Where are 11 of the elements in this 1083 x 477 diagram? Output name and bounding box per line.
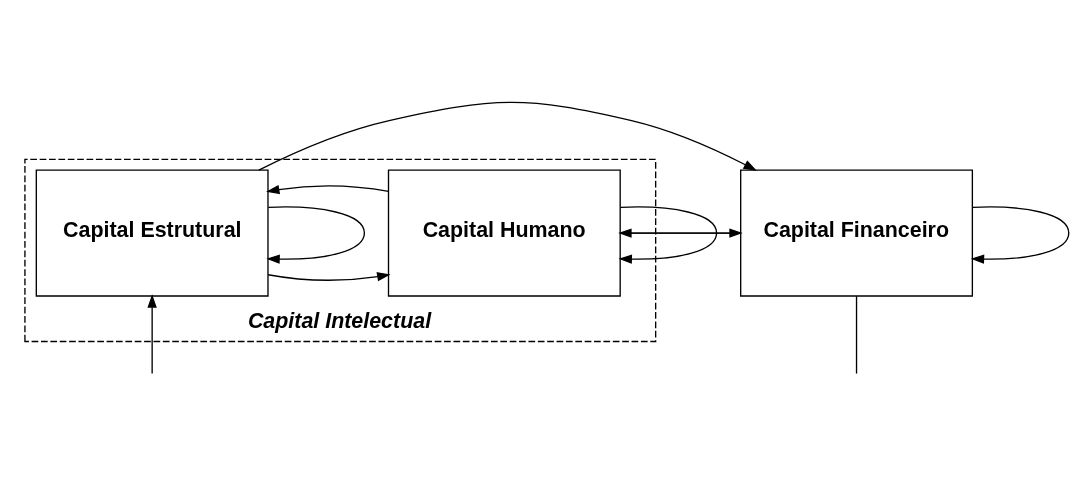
arrow [970,206,1070,264]
arrow [266,184,390,195]
node-box: Capital Financeiro [740,169,974,297]
arrow [258,101,757,171]
arrow [147,294,157,375]
arrow [267,272,391,282]
node-box: Capital Estrutural [35,169,269,297]
arrow [266,206,366,264]
connector [855,295,858,375]
node-box: Capital Humano [387,169,621,297]
arrow [618,206,718,264]
